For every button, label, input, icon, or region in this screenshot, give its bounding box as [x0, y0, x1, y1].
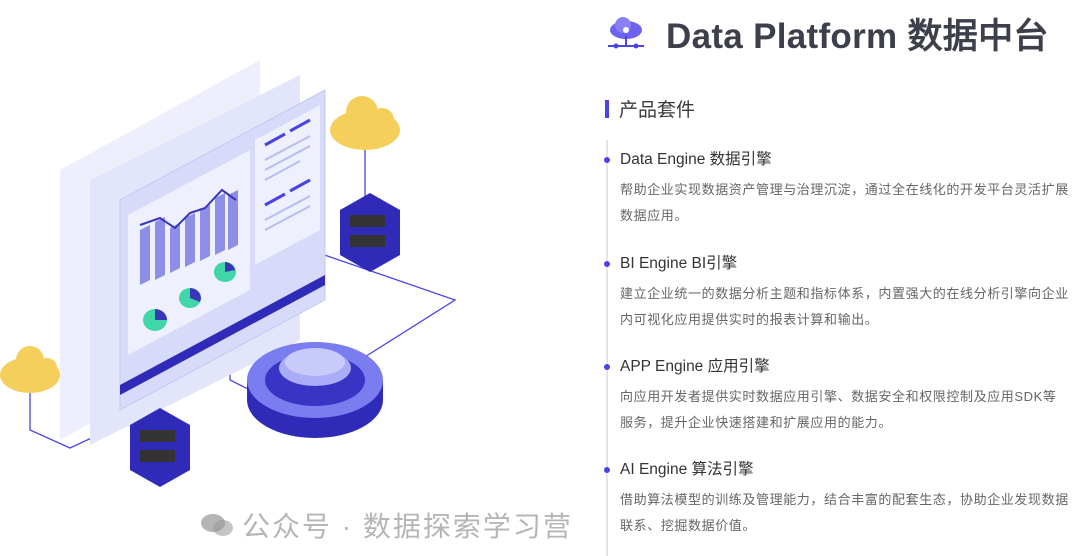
- item-desc: 建立企业统一的数据分析主题和指标体系，内置强大的在线分析引擎向企业内可视化应用提…: [620, 286, 1069, 327]
- pie-charts: [143, 262, 236, 331]
- item-desc: 借助算法模型的训练及管理能力，结合丰富的配套生态，协助企业发现数据联系、挖掘数据…: [620, 492, 1069, 533]
- text-lines: [264, 118, 311, 207]
- progress-bar: [120, 275, 325, 395]
- product-item-data-engine: Data Engine 数据引擎 帮助企业实现数据资产管理与治理沉淀，通过全在线…: [604, 150, 1070, 229]
- bullet-dot: [604, 157, 610, 163]
- watermark: 公众号 · 数据探索学习营: [200, 505, 573, 545]
- section-marker: [605, 99, 609, 118]
- text-card: [255, 105, 320, 265]
- cloud-network-icon: [608, 16, 644, 48]
- database-disk: [247, 342, 383, 438]
- server-left: [130, 408, 190, 487]
- timeline-line: [606, 140, 608, 556]
- section-heading: 产品套件: [605, 95, 695, 122]
- item-title: APP Engine 应用引擎: [620, 358, 770, 375]
- wechat-icon: [201, 514, 233, 536]
- line-chart: [139, 188, 237, 230]
- item-title: AI Engine 算法引擎: [620, 461, 754, 478]
- bullet-dot: [604, 467, 610, 473]
- item-desc: 帮助企业实现数据资产管理与治理沉淀，通过全在线化的开发平台灵活扩展数据应用。: [620, 182, 1069, 223]
- server-right: [340, 193, 400, 272]
- cloud-icon: [0, 96, 400, 393]
- product-item-ai-engine: AI Engine 算法引擎 借助算法模型的训练及管理能力，结合丰富的配套生态，…: [604, 460, 1070, 539]
- page-header: Data Platform 数据中台: [604, 8, 1049, 59]
- page-title: Data Platform 数据中台: [666, 17, 1049, 56]
- item-desc: 向应用开发者提供实时数据应用引擎、数据安全和权限控制及应用SDK等服务，提升企业…: [620, 389, 1057, 430]
- bullet-dot: [604, 261, 610, 267]
- data-platform-illustration: [0, 60, 457, 487]
- product-item-bi-engine: BI Engine BI引擎 建立企业统一的数据分析主题和指标体系，内置强大的在…: [604, 254, 1070, 333]
- bullet-dot: [604, 364, 610, 370]
- item-title: BI Engine BI引擎: [620, 255, 738, 272]
- section-title: 产品套件: [619, 100, 696, 121]
- item-title: Data Engine 数据引擎: [620, 151, 772, 168]
- watermark-text: 公众号 · 数据探索学习营: [242, 511, 573, 542]
- product-item-app-engine: APP Engine 应用引擎 向应用开发者提供实时数据应用引擎、数据安全和权限…: [604, 357, 1070, 436]
- bar-chart: [140, 190, 238, 285]
